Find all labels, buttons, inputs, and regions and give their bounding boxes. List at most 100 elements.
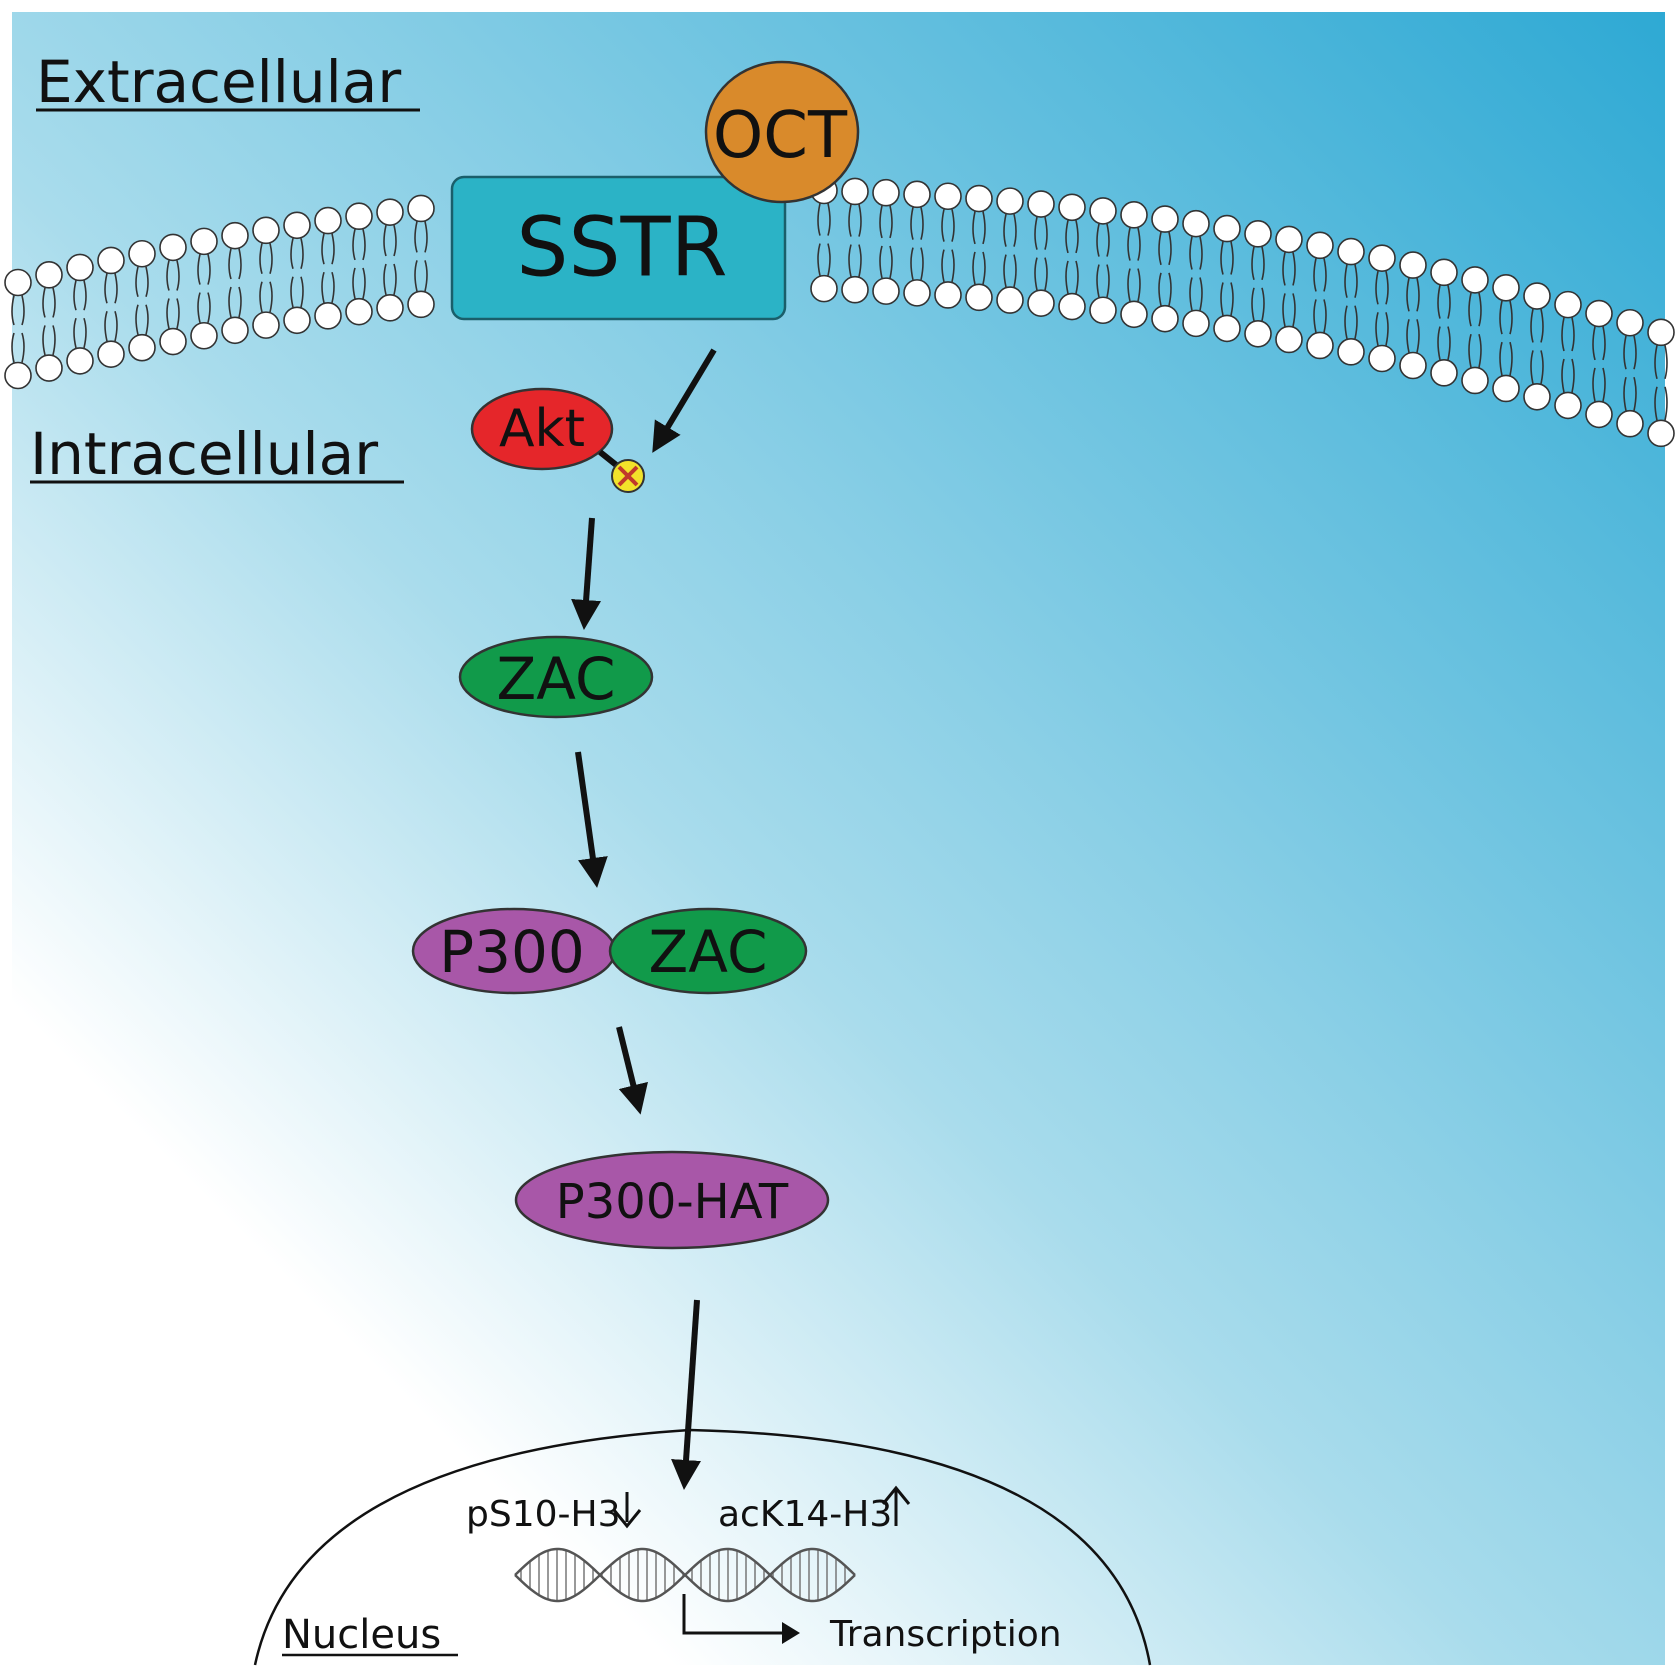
lipid-tail xyxy=(1003,254,1007,288)
lipid-tail xyxy=(879,245,883,279)
lipid-tail xyxy=(176,260,180,291)
lipid-head xyxy=(283,306,311,335)
lipid-tail xyxy=(1013,213,1017,247)
lipid-tail xyxy=(982,211,986,245)
lipid-tail xyxy=(1127,268,1131,302)
lipid-head xyxy=(314,206,342,235)
lipid-tail xyxy=(1509,300,1513,335)
lipid-head xyxy=(1275,325,1303,354)
lipid-tail xyxy=(1282,252,1286,286)
lipid-tail xyxy=(114,311,118,342)
lipid-tail xyxy=(83,280,87,311)
intracellular-label: Intracellular xyxy=(30,420,378,488)
ack14-h3-label: acK14-H3 xyxy=(718,1494,892,1535)
lipid-head xyxy=(1306,331,1334,360)
ps10-h3-label: pS10-H3 xyxy=(466,1494,620,1535)
lipid-tail xyxy=(362,267,366,299)
lipid-head xyxy=(996,187,1024,215)
lipid-tail xyxy=(1602,326,1606,361)
lipid-head xyxy=(1585,400,1613,429)
lipid-head xyxy=(97,340,125,368)
lipid-head xyxy=(903,279,931,307)
lipid-tail xyxy=(1168,272,1172,306)
lipid-head xyxy=(407,290,435,319)
lipid-tail xyxy=(1354,305,1358,339)
lipid-head xyxy=(1647,318,1675,347)
lipid-head xyxy=(1027,289,1055,317)
arrow-akt-to-zac xyxy=(571,517,602,630)
lipid-tail xyxy=(290,276,294,308)
lipid-head xyxy=(221,316,249,345)
lipid-tail xyxy=(1592,326,1596,361)
lipid-tail xyxy=(1313,299,1317,333)
lipid-head xyxy=(376,294,404,322)
lipid-tail xyxy=(52,287,56,318)
lipid-head xyxy=(1089,197,1117,225)
lipid-head xyxy=(128,333,156,362)
arrow-complex-to-hat xyxy=(616,1026,648,1115)
lipid-tail xyxy=(424,260,428,292)
lipid-tail xyxy=(83,317,87,349)
transcription-arrow-icon xyxy=(682,1594,795,1635)
lipid-tail xyxy=(145,304,149,335)
lipid-head xyxy=(810,274,838,303)
lipid-head xyxy=(1027,190,1055,218)
lipid-tail xyxy=(982,251,986,285)
lipid-tail xyxy=(1044,257,1048,291)
lipid-head xyxy=(996,286,1024,314)
transcription-label: Transcription xyxy=(829,1614,1062,1655)
lipid-tail xyxy=(1385,312,1389,346)
lipid-tail xyxy=(331,271,335,303)
lipid-head xyxy=(1182,209,1210,238)
lipid-tail xyxy=(848,244,852,277)
lipid-tail xyxy=(1385,271,1389,305)
lipid-tail xyxy=(1437,326,1441,360)
lipid-head xyxy=(1058,193,1086,222)
lipid-head xyxy=(407,194,435,223)
zac-protein xyxy=(458,635,654,719)
lipid-tail xyxy=(393,224,397,257)
lipid-head xyxy=(221,221,249,250)
lipid-tail xyxy=(1292,293,1296,327)
lipid-tail xyxy=(207,292,211,323)
lipid-head xyxy=(1213,314,1241,343)
lipid-tail xyxy=(1075,260,1079,294)
lipid-head xyxy=(159,327,187,356)
lipid-tail xyxy=(42,325,46,356)
lipid-head xyxy=(1523,382,1551,411)
lipid-tail xyxy=(910,207,914,240)
lipid-head xyxy=(1120,300,1148,329)
lipid-tail xyxy=(1654,386,1658,421)
lipid-tail xyxy=(166,260,170,291)
lipid-tail xyxy=(1530,350,1534,384)
lipid-tail xyxy=(1664,386,1668,421)
lipid-head xyxy=(1213,214,1241,243)
lipid-tail xyxy=(1530,308,1534,343)
arrow-hat-to-nucleus xyxy=(671,1299,701,1490)
akt-label: Akt xyxy=(499,399,585,459)
lipid-tail xyxy=(1416,319,1420,353)
lipid-head xyxy=(1399,351,1427,380)
lipid-tail xyxy=(817,203,821,236)
lipid-tail xyxy=(858,244,862,277)
lipid-head xyxy=(1616,308,1644,337)
lipid-tail xyxy=(941,209,945,242)
lipid-tail xyxy=(1096,223,1100,257)
lipid-tail xyxy=(321,233,325,265)
lipid-tail xyxy=(352,267,356,299)
lipid-tail xyxy=(1664,345,1668,380)
lipid-head xyxy=(1306,231,1334,260)
lipid-tail xyxy=(1406,319,1410,353)
lipid-tail xyxy=(1168,231,1172,266)
lipid-tail xyxy=(1313,258,1317,292)
lipid-tail xyxy=(1354,264,1358,298)
lipid-tail xyxy=(1199,236,1203,270)
zac-complex-label: ZAC xyxy=(649,918,768,986)
extracellular-label: Extracellular xyxy=(36,48,401,116)
lipid-tail xyxy=(145,266,149,297)
lipid-tail xyxy=(1282,293,1286,327)
lipid-tail xyxy=(1654,345,1658,380)
lipid-tail xyxy=(331,233,335,265)
lipid-tail xyxy=(1199,277,1203,311)
lipid-tail xyxy=(321,271,325,303)
